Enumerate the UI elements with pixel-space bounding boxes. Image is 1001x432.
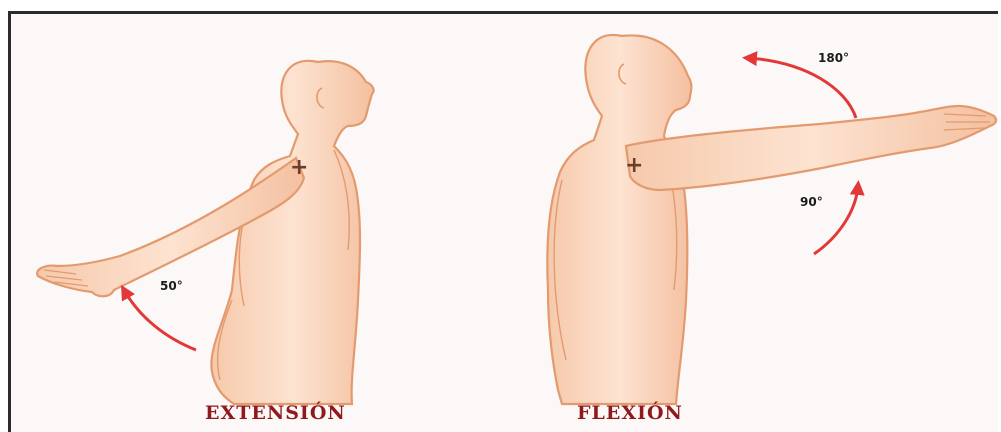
extension-pivot-marker: + (290, 155, 308, 180)
extension-angle-label: 50° (160, 279, 183, 293)
flexion-figure: + 180° 90° (547, 35, 996, 404)
extension-angle-arrow (124, 290, 196, 350)
flexion-body (547, 35, 691, 404)
flexion-pivot-marker: + (625, 153, 643, 178)
flexion-caption: FLEXIÓN (577, 402, 683, 424)
flexion-arm (626, 106, 996, 190)
flexion-180-arrow (748, 58, 856, 118)
extension-caption: EXTENSIÓN (205, 402, 346, 424)
flexion-90-label: 90° (800, 195, 823, 209)
flexion-180-label: 180° (818, 51, 849, 65)
extension-figure: + 50° (37, 61, 373, 404)
